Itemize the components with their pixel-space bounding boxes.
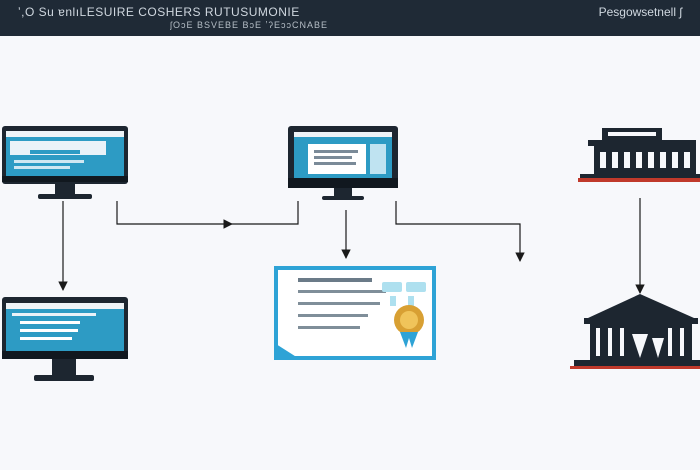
computer-monitor-icon xyxy=(2,297,128,381)
courthouse-building-icon xyxy=(570,294,700,369)
certificate-document-icon xyxy=(274,266,436,360)
header-subtitle: ʃOɔE BSVEBE BɔE ʼʔEɔɔCNABE xyxy=(170,20,329,30)
header-bar: ʼ,O Su ɐnlıLESUIRE COSHERS RUTUSUMONIE ʃ… xyxy=(0,0,700,36)
connector-right-to-institution xyxy=(452,223,525,262)
connectors xyxy=(58,198,645,294)
header-right-text: Pesgowsetnell ʃ xyxy=(598,5,682,19)
header-title: ʼ,O Su ɐnlıLESUIRE COSHERS RUTUSUMONIE xyxy=(18,5,300,19)
flow-diagram xyxy=(2,126,700,381)
connector-left-right xyxy=(116,201,233,229)
government-building-icon xyxy=(578,128,700,182)
connector-center-up xyxy=(232,201,299,225)
connector-center-right xyxy=(395,201,452,225)
computer-monitor-icon xyxy=(2,126,128,199)
computer-monitor-icon xyxy=(288,126,398,200)
